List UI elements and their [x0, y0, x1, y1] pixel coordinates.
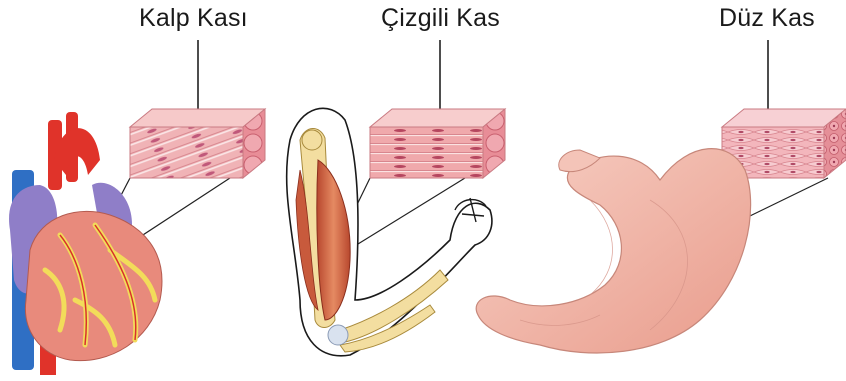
cardiac-tissue-block	[130, 109, 265, 178]
stomach-icon	[476, 149, 750, 353]
skeletal-tissue-block	[370, 109, 505, 178]
